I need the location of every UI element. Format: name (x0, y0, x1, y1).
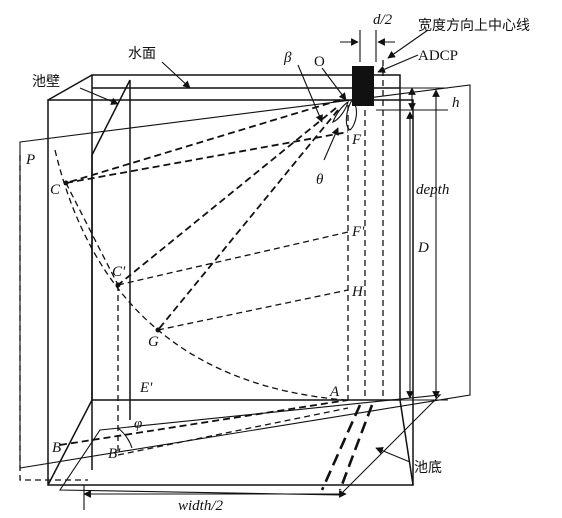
projection-panel (19, 155, 88, 481)
pool-floor-pointer (375, 447, 411, 463)
label-O: O (314, 54, 325, 70)
label-beta: β (283, 50, 292, 66)
phi-arc (117, 427, 133, 449)
beam-lobe (345, 99, 358, 131)
label-theta: θ (316, 172, 324, 188)
width-dir-pointer (387, 29, 429, 59)
label-C: C (50, 182, 61, 198)
adcp-pointer (377, 54, 419, 73)
beam-to-C-2 (65, 131, 349, 184)
beam-Bprime (117, 407, 349, 456)
beta-pointer (297, 64, 323, 123)
floor-projection (320, 404, 362, 491)
floor-projection-2 (338, 404, 374, 491)
beam-arc (54, 149, 346, 401)
label-pool-bottom: 池底 (414, 460, 442, 476)
label-phi: φ (134, 416, 142, 432)
water-surface-pointer (161, 61, 191, 89)
pool-wall-inner-top (91, 79, 131, 156)
label-C-prime: C' (112, 264, 126, 280)
beam-G-to-H (157, 289, 349, 331)
label-adcp: ADCP (418, 48, 458, 64)
label-D: D (417, 240, 429, 256)
label-E-prime: E' (139, 380, 153, 396)
label-A: A (329, 384, 340, 400)
O-pointer (321, 67, 347, 101)
label-width-half: width/2 (178, 498, 224, 514)
beam-C-to-Cprime (65, 182, 119, 286)
label-G: G (148, 334, 159, 350)
tank-edge-tl (47, 74, 93, 101)
adcp-head (352, 100, 374, 106)
theta-pointer (323, 127, 339, 161)
tank-edge-bl (47, 399, 93, 486)
label-pool-wall: 池壁 (32, 74, 60, 90)
label-h: h (452, 95, 460, 111)
label-F: F (351, 132, 362, 148)
label-F-prime: F' (351, 224, 365, 240)
label-P: P (25, 152, 35, 168)
label-d2: d/2 (373, 12, 393, 28)
point-Cprime (115, 282, 121, 288)
beam-to-C (65, 99, 341, 184)
label-B: B (52, 440, 61, 456)
point-G (155, 327, 161, 333)
label-H: H (351, 284, 364, 300)
pool-wall-pointer (79, 87, 119, 105)
beam-to-Cprime (117, 107, 337, 286)
beam-B-to-A (59, 399, 349, 446)
label-depth: depth (416, 182, 449, 198)
beam-lobe-2 (332, 100, 349, 123)
beam-plane (19, 84, 471, 469)
pool-floor-plane (58, 394, 442, 496)
beam-Cprime-to-Fprime (117, 231, 349, 286)
label-water-surface: 水面 (128, 46, 156, 62)
point-C (63, 180, 69, 186)
label-width-direction: 宽度方向上中心线 (418, 17, 530, 34)
label-B-prime: B' (108, 446, 121, 462)
tank-edge-br (399, 399, 414, 486)
adcp-instrument (352, 66, 374, 106)
beam-to-G (157, 109, 339, 331)
